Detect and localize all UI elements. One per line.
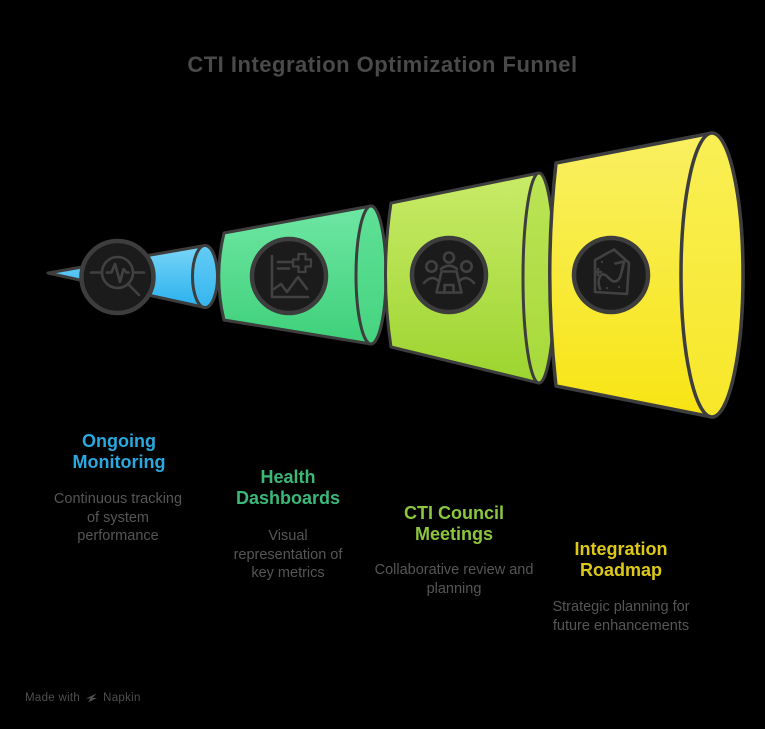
stage-4-icon-circle (571, 235, 651, 315)
stage-2-icon-circle (249, 236, 329, 316)
watermark-brand: Napkin (103, 691, 141, 704)
stage-1-description: Continuous tracking of system performanc… (53, 491, 183, 544)
stage-3-description: Collaborative review and planning (374, 562, 534, 597)
stage-2-description: Visual representation of key metrics (233, 528, 343, 581)
napkin-logo-icon (86, 693, 98, 703)
stage-4-description: Strategic planning for future enhancemen… (552, 599, 690, 634)
roadmap-arrow-icon (593, 248, 631, 296)
page-title: CTI Integration Optimization Funnel (187, 52, 578, 77)
stage-1-label: Ongoing Monitoring (72, 431, 166, 472)
stage-2-label: Health Dashboards (235, 467, 341, 508)
meeting-people-icon (422, 251, 476, 294)
watermark-prefix: Made with (25, 691, 81, 704)
stage-3-icon-circle (409, 235, 489, 315)
pulse-monitor-magnifier-icon (89, 255, 146, 297)
stage-4-label: Integration Roadmap (574, 539, 668, 580)
stage-3-label: CTI Council Meetings (404, 503, 504, 544)
dashboard-chart-icon (270, 252, 313, 299)
watermark: Made with Napkin (25, 691, 141, 704)
